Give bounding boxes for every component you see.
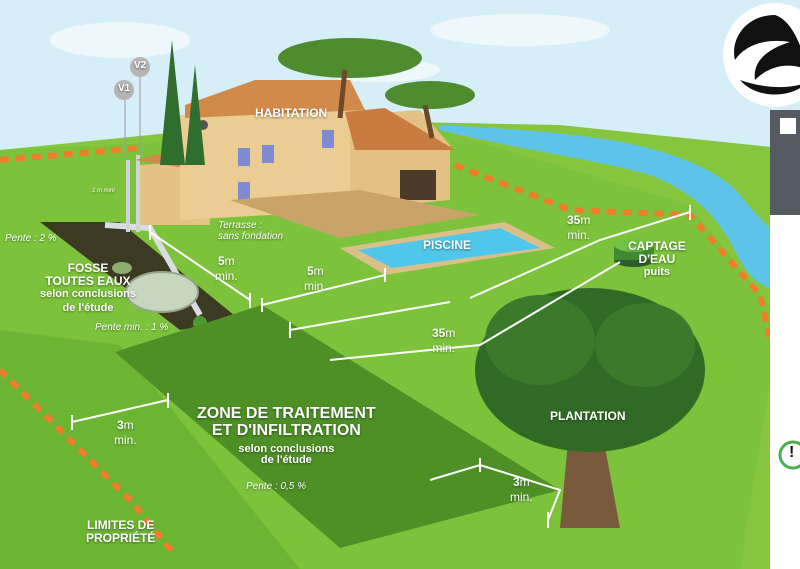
alert-label: ! [789,445,794,462]
label-habitation: HABITATION [255,107,327,120]
label-pente-top: Pente : 2 % [5,234,57,245]
label-piscine: PISCINE [423,239,471,252]
label-sol: 1 m mini [92,188,115,194]
label-terrasse: Terrasse :sans fondation [218,221,283,242]
side-panel-body [770,215,800,569]
label-v1: V1 [118,84,130,95]
label-v2: V2 [134,61,146,72]
septic-tank [126,272,198,312]
label-pente-zone: Pente : 0,5 % [246,482,306,493]
label-pente-mid: Pente min. : 1 % [95,323,168,334]
side-panel-square [780,118,796,134]
label-plantation: PLANTATION [550,410,626,423]
